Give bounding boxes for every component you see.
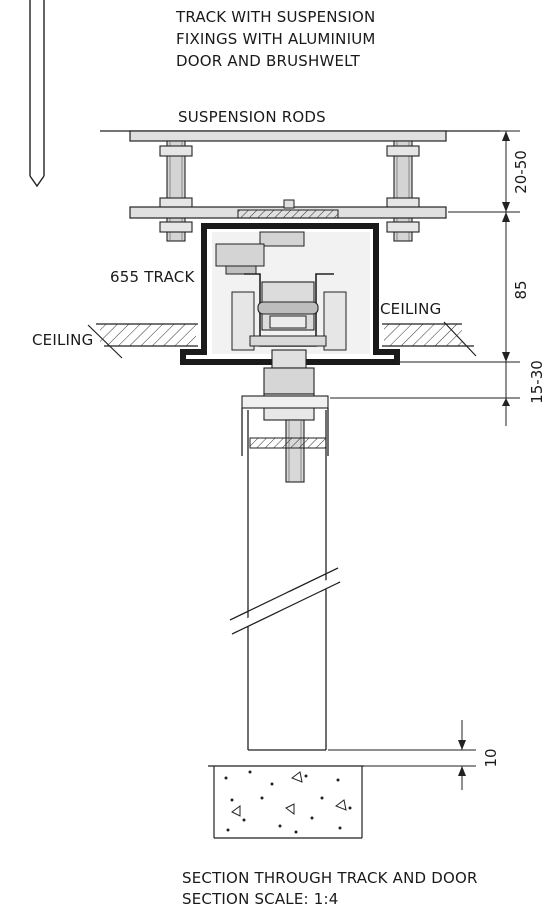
suspension-rods-label: SUSPENSION RODS: [178, 108, 326, 126]
footer-line-1: SECTION THROUGH TRACK AND DOOR: [182, 869, 478, 887]
footer-caption: SECTION THROUGH TRACK AND DOOR SECTION S…: [182, 869, 478, 908]
ceiling-left-label: CEILING: [32, 331, 93, 349]
dimension-gap-bottom: 10: [328, 720, 500, 790]
left-post: [29, 0, 45, 188]
door-leaf: [229, 410, 341, 751]
suspension-rod-right: [386, 140, 420, 242]
header-line-2: FIXINGS WITH ALUMINIUM: [176, 30, 376, 48]
ceiling-left: CEILING: [32, 323, 198, 359]
header-line-3: DOOR AND BRUSHWELT: [176, 52, 361, 70]
track-label: 655 TRACK: [110, 268, 195, 286]
trolley-carriage: [231, 273, 347, 351]
fixing-plate: [129, 199, 447, 219]
dimension-track-height: 85: [398, 212, 530, 363]
dimension-rods: 20-50: [448, 130, 530, 213]
hanger-bolt: [263, 349, 315, 483]
dimension-track-height-text: 85: [512, 280, 530, 299]
ceiling-right: CEILING: [380, 300, 477, 357]
header-line-1: TRACK WITH SUSPENSION: [175, 8, 375, 26]
footer-line-2: SECTION SCALE: 1:4: [182, 890, 339, 908]
top-plate: [100, 130, 500, 142]
ceiling-right-label: CEILING: [380, 300, 441, 318]
dimension-gap-top: 15-30: [330, 360, 546, 426]
dimension-gap-bottom-text: 10: [482, 748, 500, 767]
dimension-gap-top-text: 15-30: [528, 360, 546, 404]
dimension-rods-text: 20-50: [512, 150, 530, 194]
suspension-rod-left: [159, 140, 193, 242]
header-title: TRACK WITH SUSPENSION FIXINGS WITH ALUMI…: [175, 8, 376, 70]
floor-slab: [208, 765, 364, 839]
door-top-bracket: [241, 395, 329, 456]
